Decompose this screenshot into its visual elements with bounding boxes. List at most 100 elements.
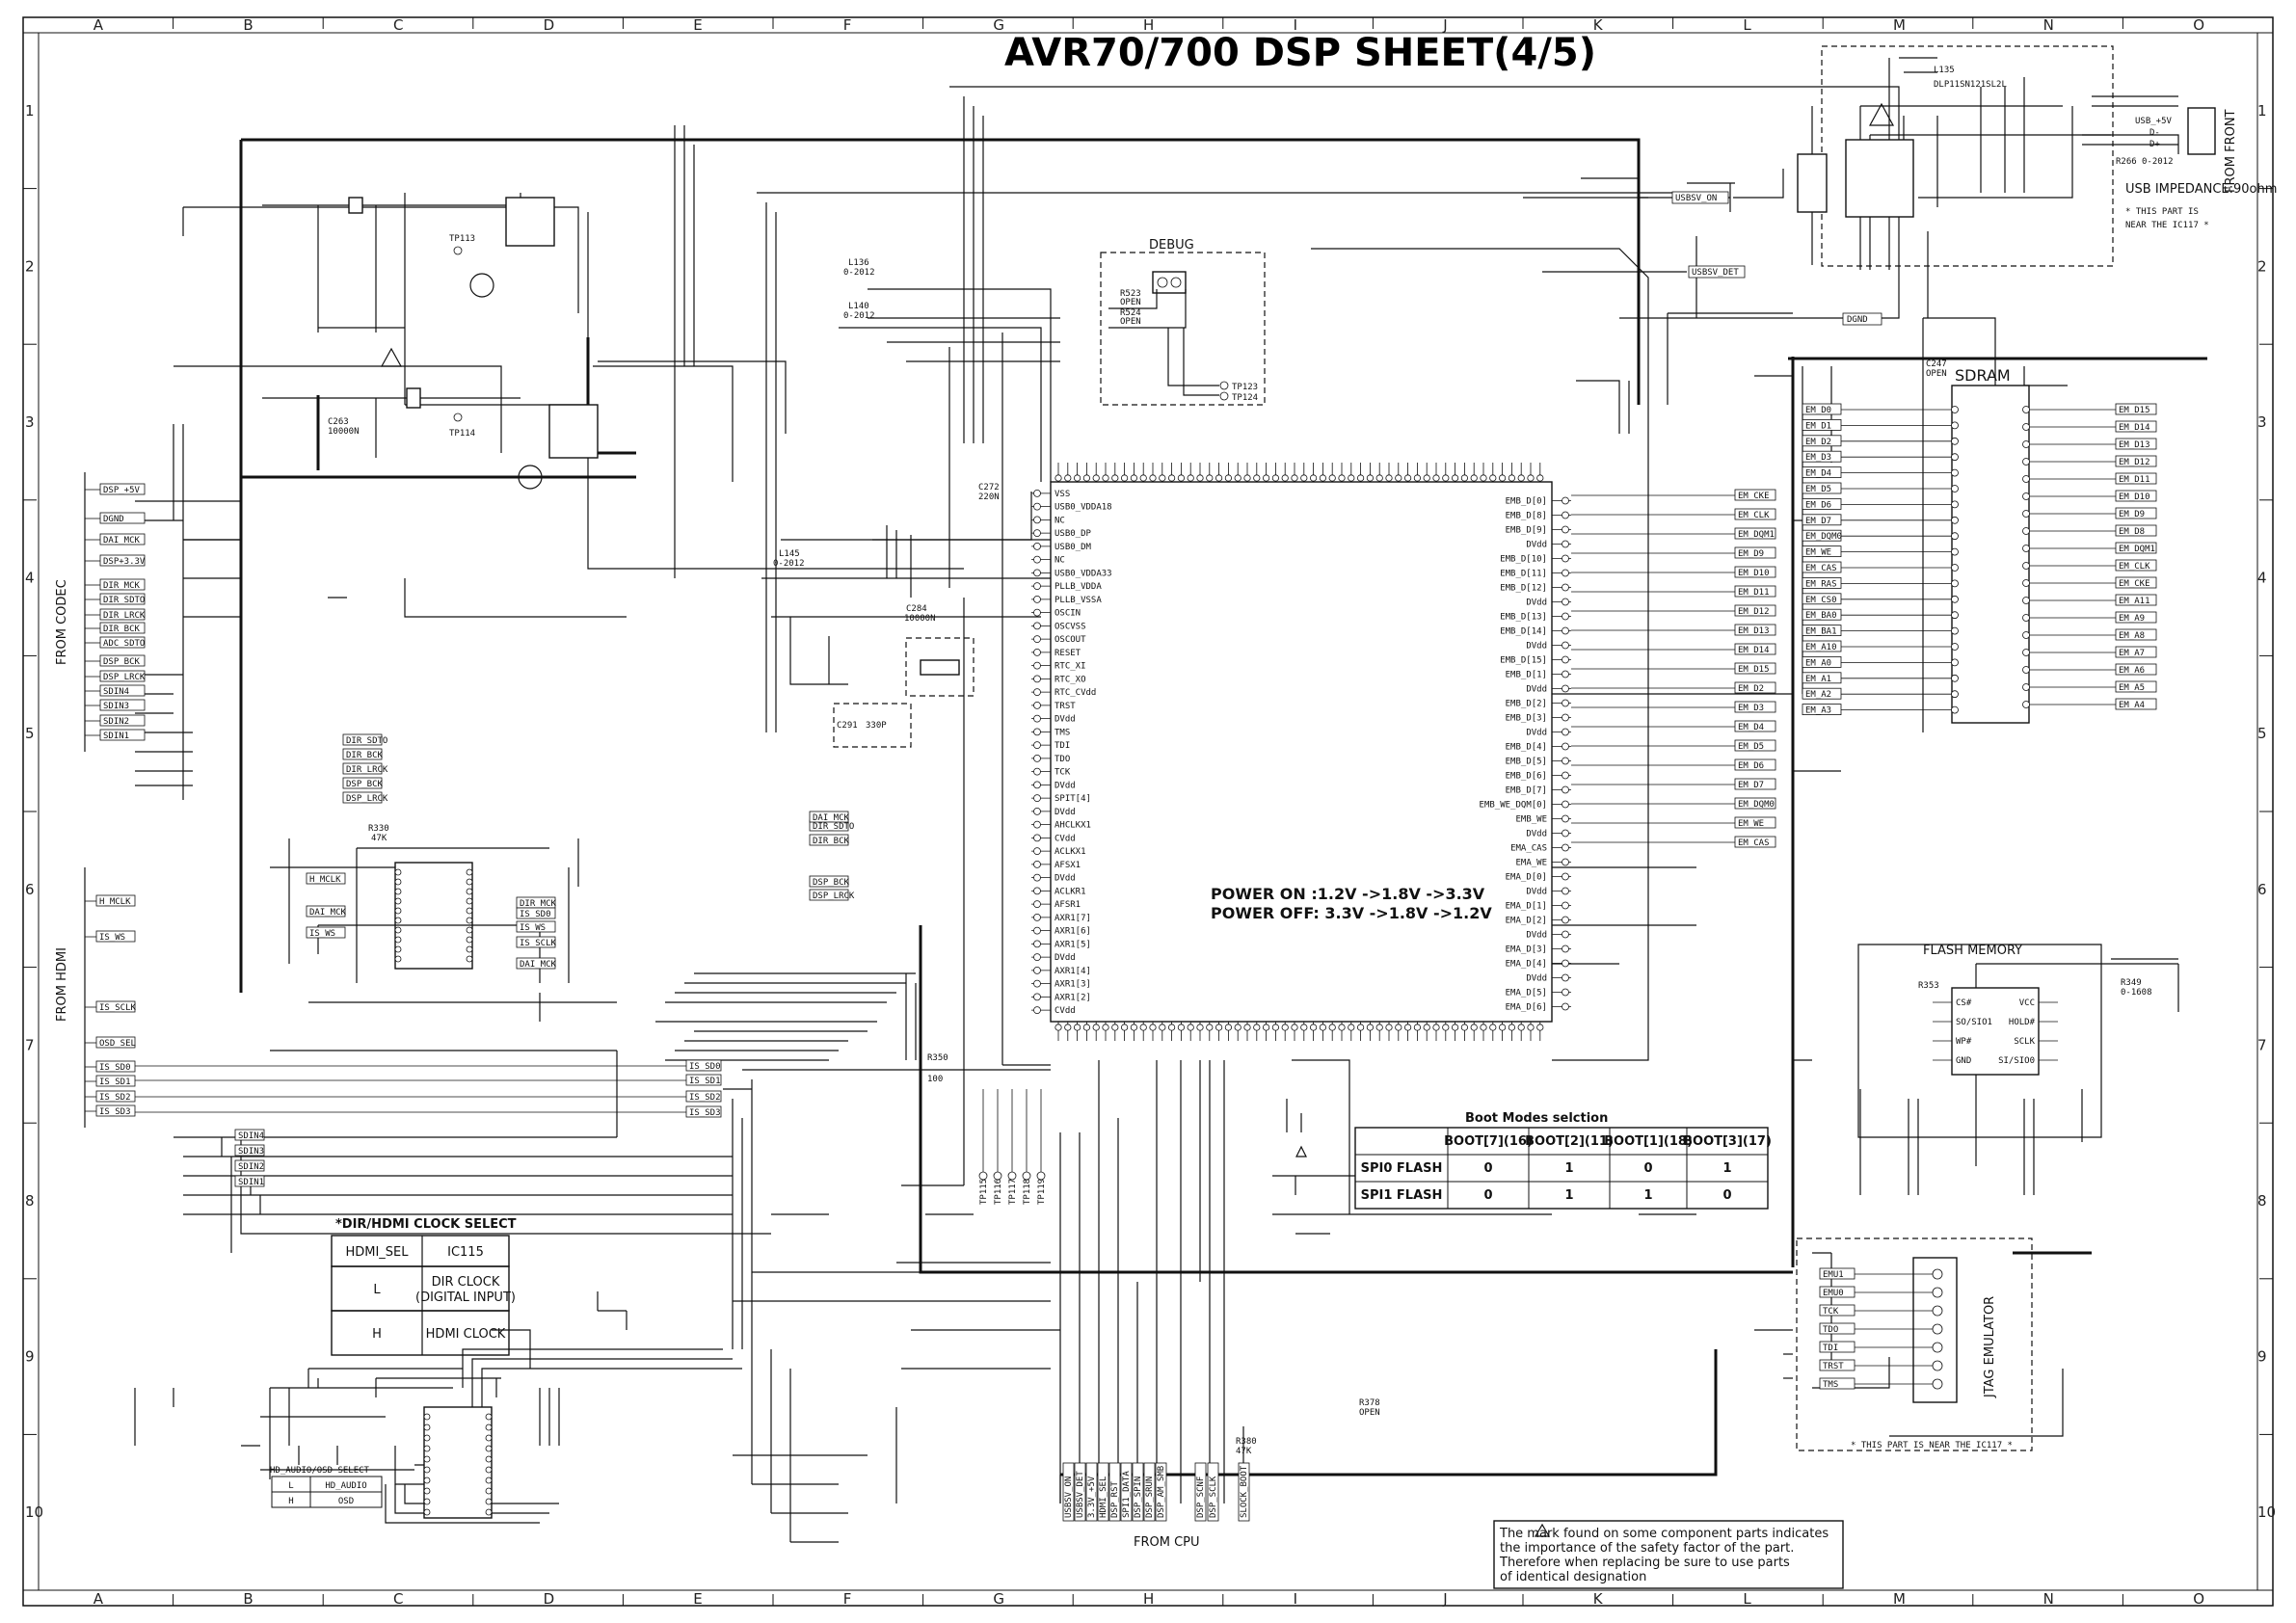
- dsp-sdram-tag: [1734, 585, 1776, 598]
- sdram-right-pin: [2022, 510, 2030, 518]
- sdram-right-pin: [2022, 458, 2030, 466]
- dsp-top-pin-dot: [1460, 474, 1469, 482]
- hdmi-tag: [95, 1060, 136, 1073]
- clock-mux-tag-text: DAI_MCK: [813, 813, 850, 823]
- dsp-left-pin-dot: [1033, 688, 1041, 697]
- safety-note-line-1: The mark found on some component parts i…: [1499, 1527, 1829, 1541]
- usb-safety-triangle: [1868, 102, 1895, 126]
- dsp-left-pin-label: AFSX1: [1055, 861, 1081, 870]
- r349-label: R349: [2121, 978, 2142, 988]
- clock-table-cell: L: [373, 1283, 381, 1297]
- dsp-right-pin-dot: [1562, 713, 1569, 722]
- codec-signal-label: DIR_BCK: [103, 625, 141, 634]
- audio-osd-caption: HD_AUDIO/OSD SELECT: [270, 1466, 370, 1476]
- clock-mux-tag: [809, 889, 849, 901]
- dsp-left-pin-dot: [1033, 993, 1041, 1001]
- dsp-body: [1050, 481, 1553, 1023]
- grid-col-top: E: [693, 16, 702, 34]
- c272-label: C272: [978, 483, 1000, 492]
- dsp-sdram-text: EM_CLK: [1738, 511, 1770, 520]
- dsp-bottom-pin-dot: [1527, 1024, 1535, 1031]
- dsp-top-pin-dot: [1064, 474, 1072, 482]
- boot-table-text: 0: [1722, 1188, 1731, 1203]
- cpu-signal-label: DSP_RST: [1110, 1480, 1120, 1518]
- test-point-circle: [993, 1171, 1002, 1181]
- dsp-bottom-pin-dot: [1366, 1024, 1375, 1031]
- r380-value: 47K: [1236, 1447, 1252, 1456]
- clock-mux-tag: [809, 875, 849, 888]
- mux-ic-2: [423, 1406, 493, 1519]
- sdram-left-text: EM_D2: [1805, 438, 1831, 447]
- grid-row-right: 9: [2257, 1348, 2267, 1366]
- dsp-left-pin-dot: [1033, 940, 1041, 948]
- mux-pin: [423, 1487, 431, 1495]
- dsp-left-pin-dot: [1033, 714, 1041, 723]
- sheet-title: AVR70/700 DSP SHEET(4/5): [1004, 31, 1596, 75]
- usb-top-tags: USBSV_ON USBSV_DET DGND C247 OPEN: [1671, 191, 1947, 379]
- tp124-label: TP124: [1232, 393, 1258, 403]
- grid-row-right: 2: [2257, 257, 2267, 275]
- sdram-ic: SDRAM EM_D0EM_D1EM_D2EM_D3EM_D4EM_D5EM_D…: [1802, 366, 2157, 724]
- codec-tag: [99, 608, 146, 621]
- dsp-left-pin-dot: [1033, 913, 1041, 921]
- tp123-label: TP123: [1232, 383, 1258, 392]
- dsp-right-pin-dot: [1562, 901, 1569, 910]
- clock-mux-tag-text: IS_WS: [309, 929, 335, 939]
- cpu-signal-label: 3.3V_+5V: [1087, 1476, 1097, 1518]
- jtag-tag: [1819, 1359, 1855, 1371]
- cpu-tag: [1062, 1462, 1075, 1522]
- jtag-label: JTAG EMULATOR: [1983, 1296, 1997, 1398]
- crystal-frame: [905, 637, 974, 697]
- dsp-left-pin-dot: [1033, 926, 1041, 935]
- dsp-bottom-pin-dot: [1149, 1024, 1157, 1031]
- mux-pin: [394, 955, 402, 963]
- hdmi-tag: [95, 1090, 136, 1103]
- dsp-right-pin-label: EMB_D[15]: [1500, 656, 1547, 666]
- dsp-left-pin-label: AXR1[6]: [1055, 927, 1091, 937]
- codec-tag: [99, 512, 146, 524]
- mux-ic-1: [394, 862, 473, 970]
- clock-mux-tag: [342, 748, 383, 760]
- sdin-tag: [234, 1144, 265, 1157]
- sdram-right-text: EM_D15: [2119, 406, 2150, 415]
- boot-table-cell: [1686, 1181, 1769, 1210]
- dsp-right-pin-dot: [1562, 814, 1569, 823]
- sdram-right-text: EM_D9: [2119, 510, 2145, 519]
- dsp-bottom-pin-dot: [1064, 1024, 1072, 1031]
- dsp-left-pin-label: AXR1[7]: [1055, 914, 1091, 923]
- dsp-bottom-pin-dot: [1310, 1024, 1318, 1031]
- r350-label: R350: [927, 1053, 948, 1063]
- dsp-left-pin-dot: [1033, 569, 1041, 577]
- cpu-tag: [1194, 1462, 1207, 1522]
- l140-label: L140: [848, 302, 869, 311]
- sdram-right-pin: [2022, 614, 2030, 622]
- dsp-top-pin-dot: [1413, 474, 1422, 482]
- dsp-right-pin-label: EMB_D[5]: [1506, 758, 1547, 767]
- hdmi-sd-text: IS_SD1: [689, 1077, 721, 1086]
- boot-table-text: BOOT[2](11): [1525, 1134, 1614, 1149]
- dsp-bottom-pin-dot: [1536, 1024, 1544, 1031]
- sdram-left-pin: [1951, 532, 1959, 541]
- dsp-top-pin-dot: [1489, 474, 1497, 482]
- from-hdmi-label: FROM HDMI: [55, 947, 69, 1022]
- dsp-left-pin-dot: [1033, 1006, 1041, 1015]
- dsp-top-pin-dot: [1432, 474, 1440, 482]
- sdin-tag: [234, 1129, 265, 1141]
- clock-mux-tag-text: IS_WS: [520, 923, 546, 933]
- dsp-sdram-text: EM_CKE: [1738, 492, 1770, 501]
- dsp-right-pin-dot: [1562, 930, 1569, 939]
- dsp-sdram-text: EM_D6: [1738, 761, 1764, 771]
- dsp-right-pin-dot: [1562, 598, 1569, 606]
- clock-mux-tag-text: DAI_MCK: [309, 908, 347, 918]
- flash-right-pin-label: SCLK: [2014, 1037, 2035, 1047]
- dsp-left-pin-dot: [1033, 754, 1041, 762]
- hdmi-sd-text: IS_SD3: [689, 1108, 721, 1118]
- dsp-sdram-tag: [1734, 720, 1776, 732]
- sdram-left-tag: [1802, 577, 1842, 589]
- dsp-top-pin-dot: [1243, 474, 1251, 482]
- dsp-top-pin-dot: [1055, 474, 1062, 482]
- clock-table-cell: H: [372, 1327, 382, 1342]
